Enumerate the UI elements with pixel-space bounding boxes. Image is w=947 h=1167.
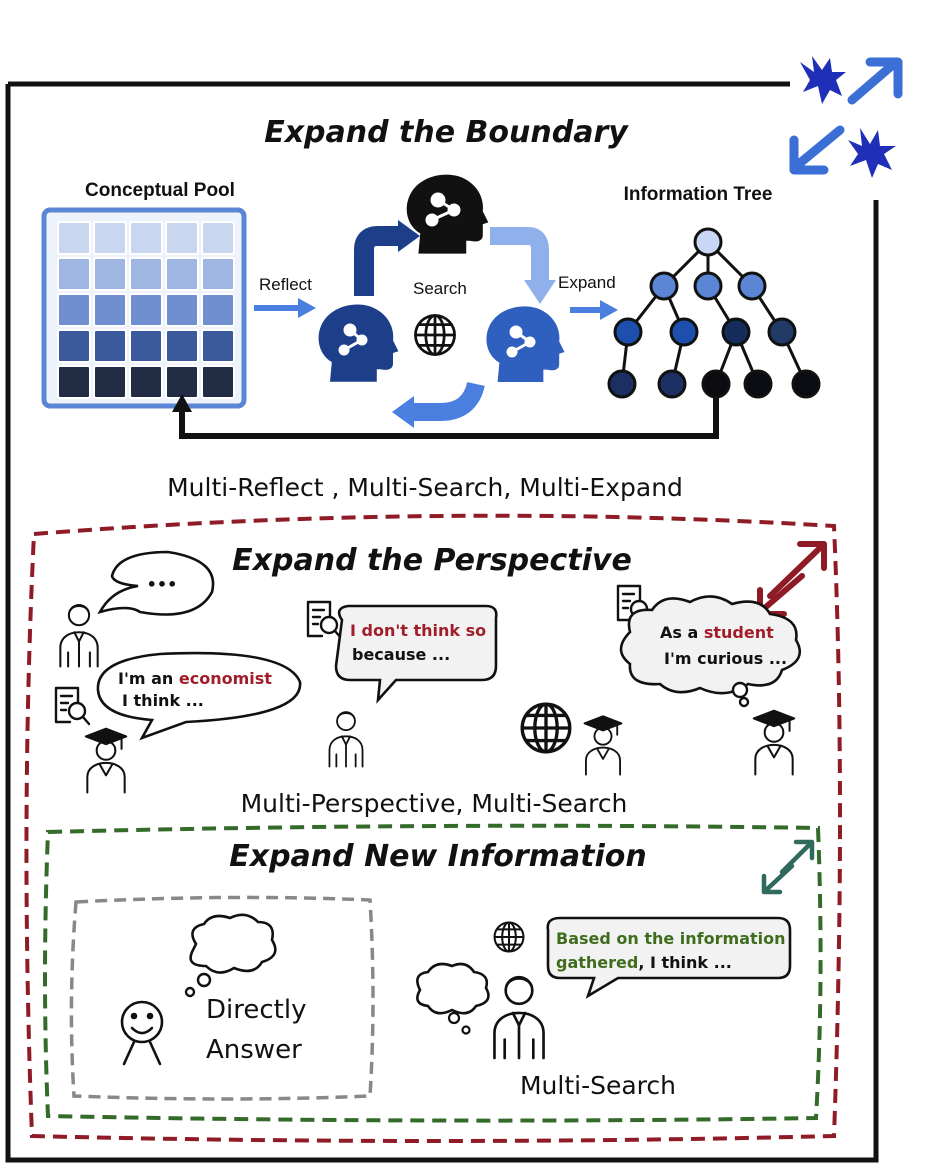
graduate-person-icon [752,709,796,776]
student-person-icon [328,711,364,768]
pool-cell [201,221,235,255]
economist-bubble: I'm an economist I think ... [96,651,302,741]
pool-cell [165,365,199,399]
direct-answer-box [69,895,375,1101]
cycle-arrow-up [354,226,402,296]
pool-cell [57,329,91,363]
thought-cloud-icon [184,913,277,998]
ellipsis-bubble: ••• [97,550,215,616]
pool-cell [201,257,235,291]
disagree-bubble: I don't think so because ... [334,604,498,704]
direct-answer-line2: Answer [206,1035,302,1065]
disagree-line2: because ... [352,645,450,664]
information-tree [607,227,821,399]
searcher-person-icon [493,975,545,1060]
globe-icon [520,702,572,754]
boundary-title: Expand the Boundary [264,115,629,150]
pool-cell [93,293,127,327]
feedback-arrow [179,398,719,439]
expand-label: Expand [558,273,616,292]
student-thought-cloud: As a student I'm curious ... [619,595,801,708]
pool-cell [93,257,127,291]
pool-cell [201,293,235,327]
conceptual-pool-grid [41,207,247,409]
graduate-person-icon [583,715,623,776]
information-bubble: Based on the information gathered, I thi… [546,916,792,999]
conceptual-pool-label: Conceptual Pool [85,180,235,201]
pool-cell [57,221,91,255]
information-tree-label: Information Tree [624,184,773,205]
globe-icon [414,314,456,356]
pool-cell [165,221,199,255]
direct-answer-line1: Directly [206,995,306,1025]
student-line2: I'm curious ... [664,649,787,668]
pool-cell [57,365,91,399]
new-info-dashed-frame [43,823,823,1123]
smiley-person-icon [120,1000,164,1066]
pool-cell [129,329,163,363]
outer-frame [5,81,879,1163]
economist-line2: I think ... [122,691,204,710]
boundary-caption: Multi-Reflect , Multi-Search, Multi-Expa… [167,473,683,502]
pool-cell [201,329,235,363]
new-info-expand-icon [761,839,815,895]
pool-cell [57,257,91,291]
perspective-expand-icon [757,541,827,617]
pool-cell [201,365,235,399]
pool-cell [93,329,127,363]
pool-cell [165,257,199,291]
ellipsis-text: ••• [147,575,178,594]
cycle-arrow-down [490,227,549,282]
reflect-label: Reflect [259,275,312,294]
pool-cell [129,293,163,327]
pool-cell [165,293,199,327]
information-line2: gathered, I think ... [556,953,732,972]
perspective-caption: Multi-Perspective, Multi-Search [241,789,628,818]
globe-icon [493,921,525,953]
graduate-person-icon [84,727,128,794]
student-line1: As a student [660,623,774,642]
pool-cell [57,293,91,327]
information-line1: Based on the information [556,929,786,948]
new-info-title: Expand New Information [229,839,647,874]
pool-cell [93,365,127,399]
brain-network-marks [338,192,536,358]
perspective-title: Expand the Perspective [232,543,632,578]
disagree-line1: I don't think so [350,621,486,640]
pool-cell [165,329,199,363]
search-label: Search [413,279,467,298]
doc-search-icon [54,686,91,726]
pool-cell [129,257,163,291]
expand-spark-icon [789,56,903,178]
pool-cell [93,221,127,255]
economist-line1: I'm an economist [118,669,272,688]
doc-search-icon [306,600,343,640]
pool-cell [129,221,163,255]
new-info-caption: Multi-Search [520,1071,676,1100]
pool-cell [129,365,163,399]
perspective-dashed-frame [24,513,842,1143]
thought-cloud-icon [416,962,490,1035]
economist-person-icon [59,603,99,668]
cycle-arrow-back [412,381,485,421]
